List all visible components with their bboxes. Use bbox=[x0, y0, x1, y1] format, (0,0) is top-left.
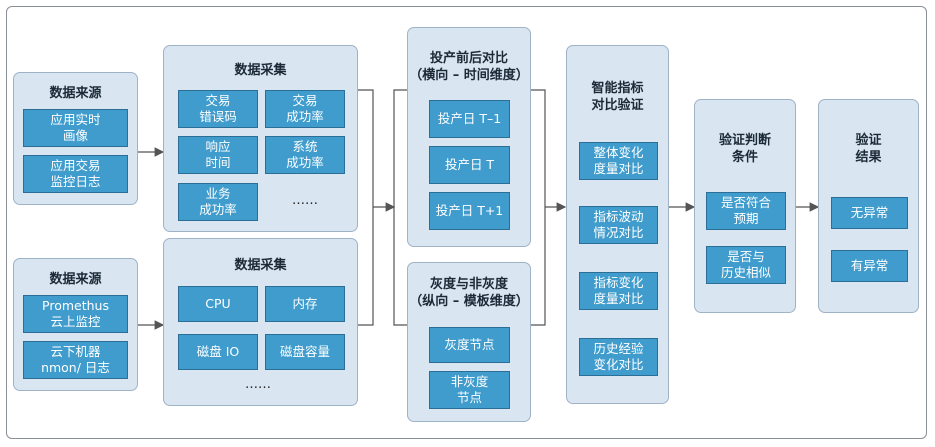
bracket-collect bbox=[358, 89, 374, 326]
collect-panel-top: 数据采集 交易 错误码 交易 成功率 响应 时间 系统 成功率 业务 成功率 …… bbox=[163, 45, 358, 232]
compare-panel-time: 投产前后对比 （横向 – 时间维度） 投产日 T–1 投产日 T 投产日 T+1 bbox=[407, 27, 531, 247]
collect-bottom-item-1: CPU bbox=[178, 286, 258, 322]
collect-bottom-item-2: 内存 bbox=[265, 286, 345, 322]
collect-bottom-more: …… bbox=[245, 377, 271, 392]
collect-panel-bottom: 数据采集 CPU 内存 磁盘 IO 磁盘容量 …… bbox=[163, 238, 358, 406]
collect-top-item-1: 交易 错误码 bbox=[178, 90, 258, 128]
source-top-item-2: 应用交易 监控日志 bbox=[23, 155, 128, 193]
compare-template-item-1: 灰度节点 bbox=[429, 327, 510, 363]
collect-top-title: 数据采集 bbox=[234, 63, 287, 78]
bracket-compare-right bbox=[531, 89, 546, 326]
source-bottom-item-1: Promethus 云上监控 bbox=[23, 295, 128, 333]
smart-item-4: 历史经验 变化对比 bbox=[579, 338, 658, 376]
compare-time-title: 投产前后对比 （横向 – 时间维度） bbox=[409, 51, 529, 83]
smart-item-3: 指标变化 度量对比 bbox=[579, 272, 658, 310]
judge-item-1: 是否符合 预期 bbox=[706, 192, 786, 230]
source-top-item-1: 应用实时 画像 bbox=[23, 109, 128, 147]
source-bottom-title: 数据来源 bbox=[49, 272, 102, 287]
result-item-abnormal: 有异常 bbox=[831, 250, 908, 282]
compare-template-item-2: 非灰度 节点 bbox=[429, 371, 510, 409]
collect-top-item-4: 系统 成功率 bbox=[265, 136, 345, 174]
collect-bottom-item-4: 磁盘容量 bbox=[265, 334, 345, 370]
compare-time-item-2: 投产日 T bbox=[429, 146, 510, 184]
smart-panel: 智能指标 对比验证 整体变化 度量对比 指标波动 情况对比 指标变化 度量对比 … bbox=[566, 45, 669, 404]
bracket-compare-left bbox=[393, 89, 407, 326]
collect-bottom-item-3: 磁盘 IO bbox=[178, 334, 258, 370]
smart-item-1: 整体变化 度量对比 bbox=[579, 142, 658, 180]
compare-time-item-3: 投产日 T+1 bbox=[429, 192, 510, 230]
result-title: 验证 结果 bbox=[855, 133, 882, 165]
judge-item-2: 是否与 历史相似 bbox=[706, 246, 786, 284]
result-panel: 验证 结果 无异常 有异常 bbox=[818, 99, 919, 313]
collect-bottom-title: 数据采集 bbox=[234, 258, 287, 273]
collect-top-item-3: 响应 时间 bbox=[178, 136, 258, 174]
diagram-frame bbox=[6, 6, 927, 439]
source-panel-top: 数据来源 应用实时 画像 应用交易 监控日志 bbox=[13, 72, 138, 205]
judge-panel: 验证判断 条件 是否符合 预期 是否与 历史相似 bbox=[694, 99, 796, 313]
collect-top-item-5: 业务 成功率 bbox=[178, 183, 258, 221]
result-item-normal: 无异常 bbox=[831, 197, 908, 229]
smart-title: 智能指标 对比验证 bbox=[591, 81, 644, 113]
smart-item-2: 指标波动 情况对比 bbox=[579, 206, 658, 244]
source-top-title: 数据来源 bbox=[49, 86, 102, 101]
compare-template-title: 灰度与非灰度 （纵向 – 模板维度） bbox=[409, 277, 529, 309]
collect-top-item-2: 交易 成功率 bbox=[265, 90, 345, 128]
compare-time-item-1: 投产日 T–1 bbox=[429, 100, 510, 138]
compare-panel-template: 灰度与非灰度 （纵向 – 模板维度） 灰度节点 非灰度 节点 bbox=[407, 262, 531, 422]
source-panel-bottom: 数据来源 Promethus 云上监控 云下机器 nmon/ 日志 bbox=[13, 258, 138, 391]
source-bottom-item-2: 云下机器 nmon/ 日志 bbox=[23, 341, 128, 379]
collect-top-more: …… bbox=[292, 193, 318, 208]
judge-title: 验证判断 条件 bbox=[718, 133, 771, 165]
